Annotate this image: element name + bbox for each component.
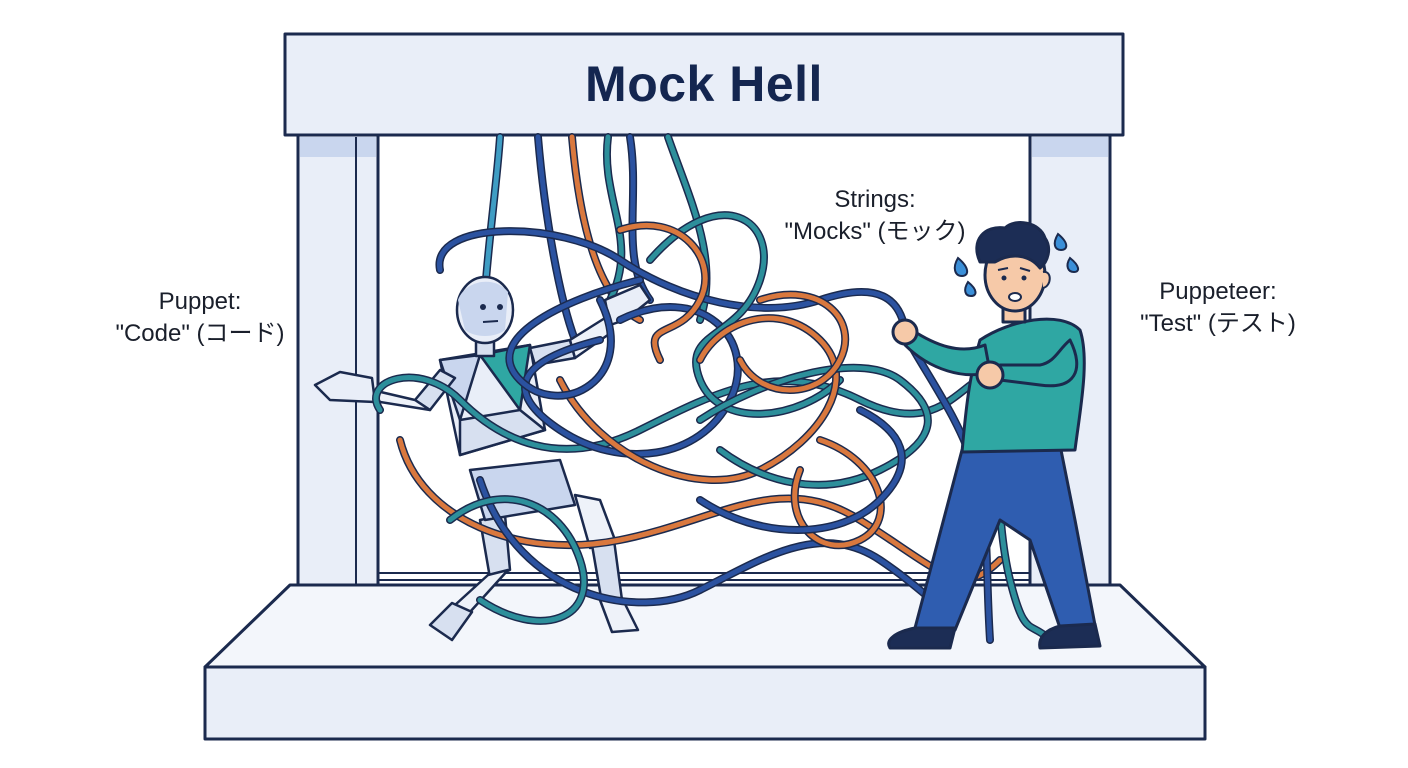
sweat-drops-icon xyxy=(953,232,1080,298)
string xyxy=(792,437,884,548)
string xyxy=(506,277,643,399)
puppeteer-label: Puppeteer: "Test" (テスト) xyxy=(1118,276,1318,340)
puppeteer-label-line2: "Test" (テスト) xyxy=(1140,310,1296,337)
strings-label-line1: Strings: xyxy=(834,186,916,213)
ceiling-strings xyxy=(482,133,711,344)
puppeteer-label-line1: Puppeteer: xyxy=(1159,278,1277,305)
strings-label: Strings: "Mocks" (モック) xyxy=(765,184,985,248)
puppet-label: Puppet: "Code" (コード) xyxy=(90,286,310,350)
string xyxy=(647,212,843,417)
stage-frame xyxy=(203,32,1207,741)
puppet-label-line1: Puppet: xyxy=(158,288,242,315)
string xyxy=(617,222,708,363)
string xyxy=(737,292,848,393)
strings-label-line2: "Mocks" (モック) xyxy=(784,218,966,245)
string xyxy=(373,372,993,452)
page-title: Mock Hell xyxy=(585,56,823,112)
puppeteer-person-icon xyxy=(887,221,1102,650)
puppet-label-line2: "Code" (コード) xyxy=(115,320,285,347)
string xyxy=(697,407,905,533)
string xyxy=(477,477,963,611)
tangled-strings xyxy=(372,211,1054,644)
string xyxy=(437,228,908,333)
string xyxy=(557,315,839,483)
string xyxy=(447,496,587,624)
